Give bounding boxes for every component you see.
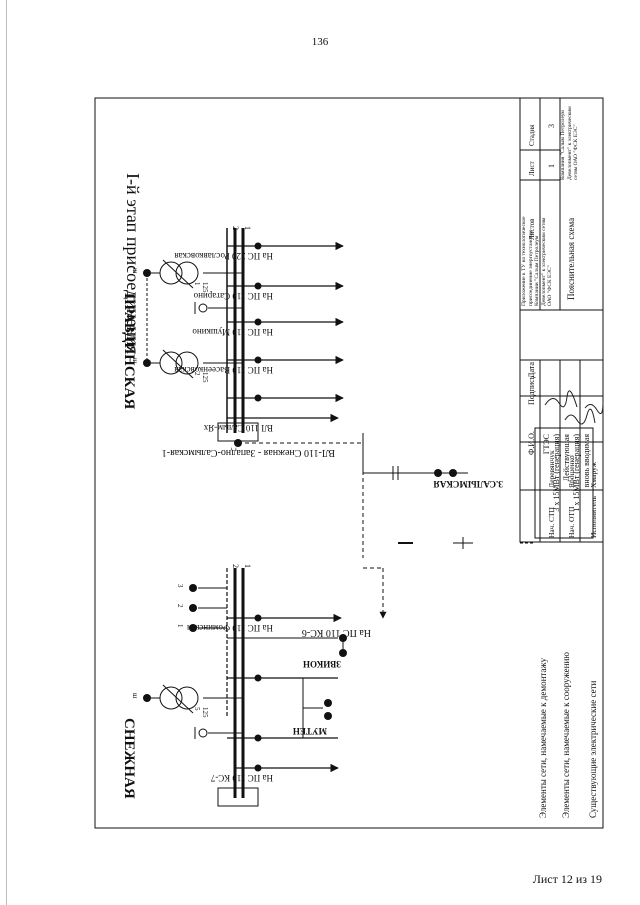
tb-doc-title: Пояснительная схема [566,218,576,300]
tb-stage-h: Стадия [528,124,536,146]
gtes-line5: вновь вводимая [582,434,591,488]
gtes-line3: Действующая [562,434,571,482]
tb-role-2: Исполнитель [589,495,598,538]
drawing-frame [94,97,604,829]
svg-text:125: 125 [201,707,209,718]
sheet-footer: Лист 12 из 19 [532,872,602,886]
signature-2 [544,390,578,408]
svg-text:1: 1 [176,624,184,628]
tb-role-1: Нач. ОТП [567,506,576,538]
pravd-transformer-1: 1 125 [143,259,243,293]
myten-label: МУТЕН [293,726,327,736]
tb-header-fio: Ф.И.О. [527,431,536,455]
zvikon-node [227,634,347,657]
signature-3 [584,401,604,415]
line-label-fominskaya: На ПС 110 Фоминская [187,623,273,633]
tb-company-text: Компания "Салым Петролеум Девелопмент" к… [560,106,579,180]
diagram-rotated: I-й этап присоединения ПРАВДИНСКАЯ 1 2 1… [121,173,594,807]
svg-text:1: 1 [193,282,201,286]
pravd-grounding-switch [194,302,243,314]
pravd-bus-1-num: 1 [243,226,252,230]
tb-sheet-h: Лист [528,161,536,176]
line-label-ks6: На ПС 110 КС-6 [302,627,371,638]
title-block [519,97,604,543]
pravd-transformer-2: 2 125 [143,349,243,383]
pravd-sh-label-2: ш [131,358,139,364]
svg-text:125: 125 [201,372,209,383]
snezh-bus-1-num: 1 [243,564,252,568]
page-number: 136 [311,36,329,48]
legend-text-demolish: Элементы сети, намечаемые к демонтажу [538,657,548,818]
zap-salymskaya-node [362,433,468,480]
zap-salymskaya-label: З.САЛЫМСКАЯ [433,479,503,489]
gtes-line4: 1 х 15МВт (генерация) [572,434,581,512]
pravd-bus-2-num: 2 [231,226,240,230]
scan-edge [6,0,7,905]
tb-name-2: Хмаруж [589,461,598,488]
line-label-vaseenkovskaya: На ПС 110 Васеенковская [174,365,273,375]
tb-sheets-h: Листов [528,218,536,240]
gtes-box [534,427,594,539]
legend-text-existing: Существующие электрические сети [588,680,598,818]
tb-header-sign: Подпись [527,375,536,405]
tb-name-1: Ярошенко [567,455,576,488]
svg-text:3: 3 [176,584,184,588]
gtes-line2: 3 х 15МВт (генерация) [552,434,561,512]
snezh-grounding-switch [194,727,243,739]
tb-sheets-value: 3 [547,124,556,128]
tb-header-date: Дата [527,362,536,378]
svg-text:2: 2 [193,372,201,376]
line-label-rozlyakovskaya: На ПС 220 Рославковская [175,251,273,261]
svg-text:125: 125 [201,282,209,293]
signature-1 [564,408,596,425]
gtes-line1: ГТЭС [542,434,551,454]
stage-title: I-й этап присоединения [123,173,143,354]
snezh-bus-coupler [217,787,259,807]
zvikon-label: ЗВИКОН [303,659,341,669]
snezh-sh-label: ш [131,693,139,699]
svg-text:2: 2 [176,604,184,608]
legend [398,537,533,549]
line-label-mushkino: На ПС 110 Мушкино [192,327,273,337]
svg-text:5: 5 [193,707,201,711]
line-label-salym-yakh: ВЛ 110 Салым-Ях [203,423,273,433]
legend-text-new: Элементы сети, намечаемые к сооружению [561,652,571,818]
tb-role-0: Нач. СТП [547,506,556,538]
snezh-bus-2-num: 2 [231,564,240,568]
station-snezhnaya-label: СНЕЖНАЯ [121,718,137,799]
pravd-sh-label-1: ш [131,268,139,274]
pravd-feeders [227,241,344,403]
vl-main-label: ВЛ-110 Снежная - Западно-Салымская-1 [162,447,335,458]
tb-sheet-value: 1 [547,164,556,168]
line-label-ks7: На ПС 110 КС-7 [210,773,273,783]
snezh-transformer: 5 125 [143,684,243,718]
station-pravdinskaya-label: ПРАВДИНСКАЯ [121,293,137,409]
snezh-new-cells: 3 2 1 [176,584,227,632]
tb-project-text: Приложение к ТУ на технологическое присо… [521,216,553,306]
myten-node [303,699,332,720]
tb-name-0: Деревянчук [547,450,556,488]
line-label-satarino: На ПС 110 Сатарино [193,291,273,301]
